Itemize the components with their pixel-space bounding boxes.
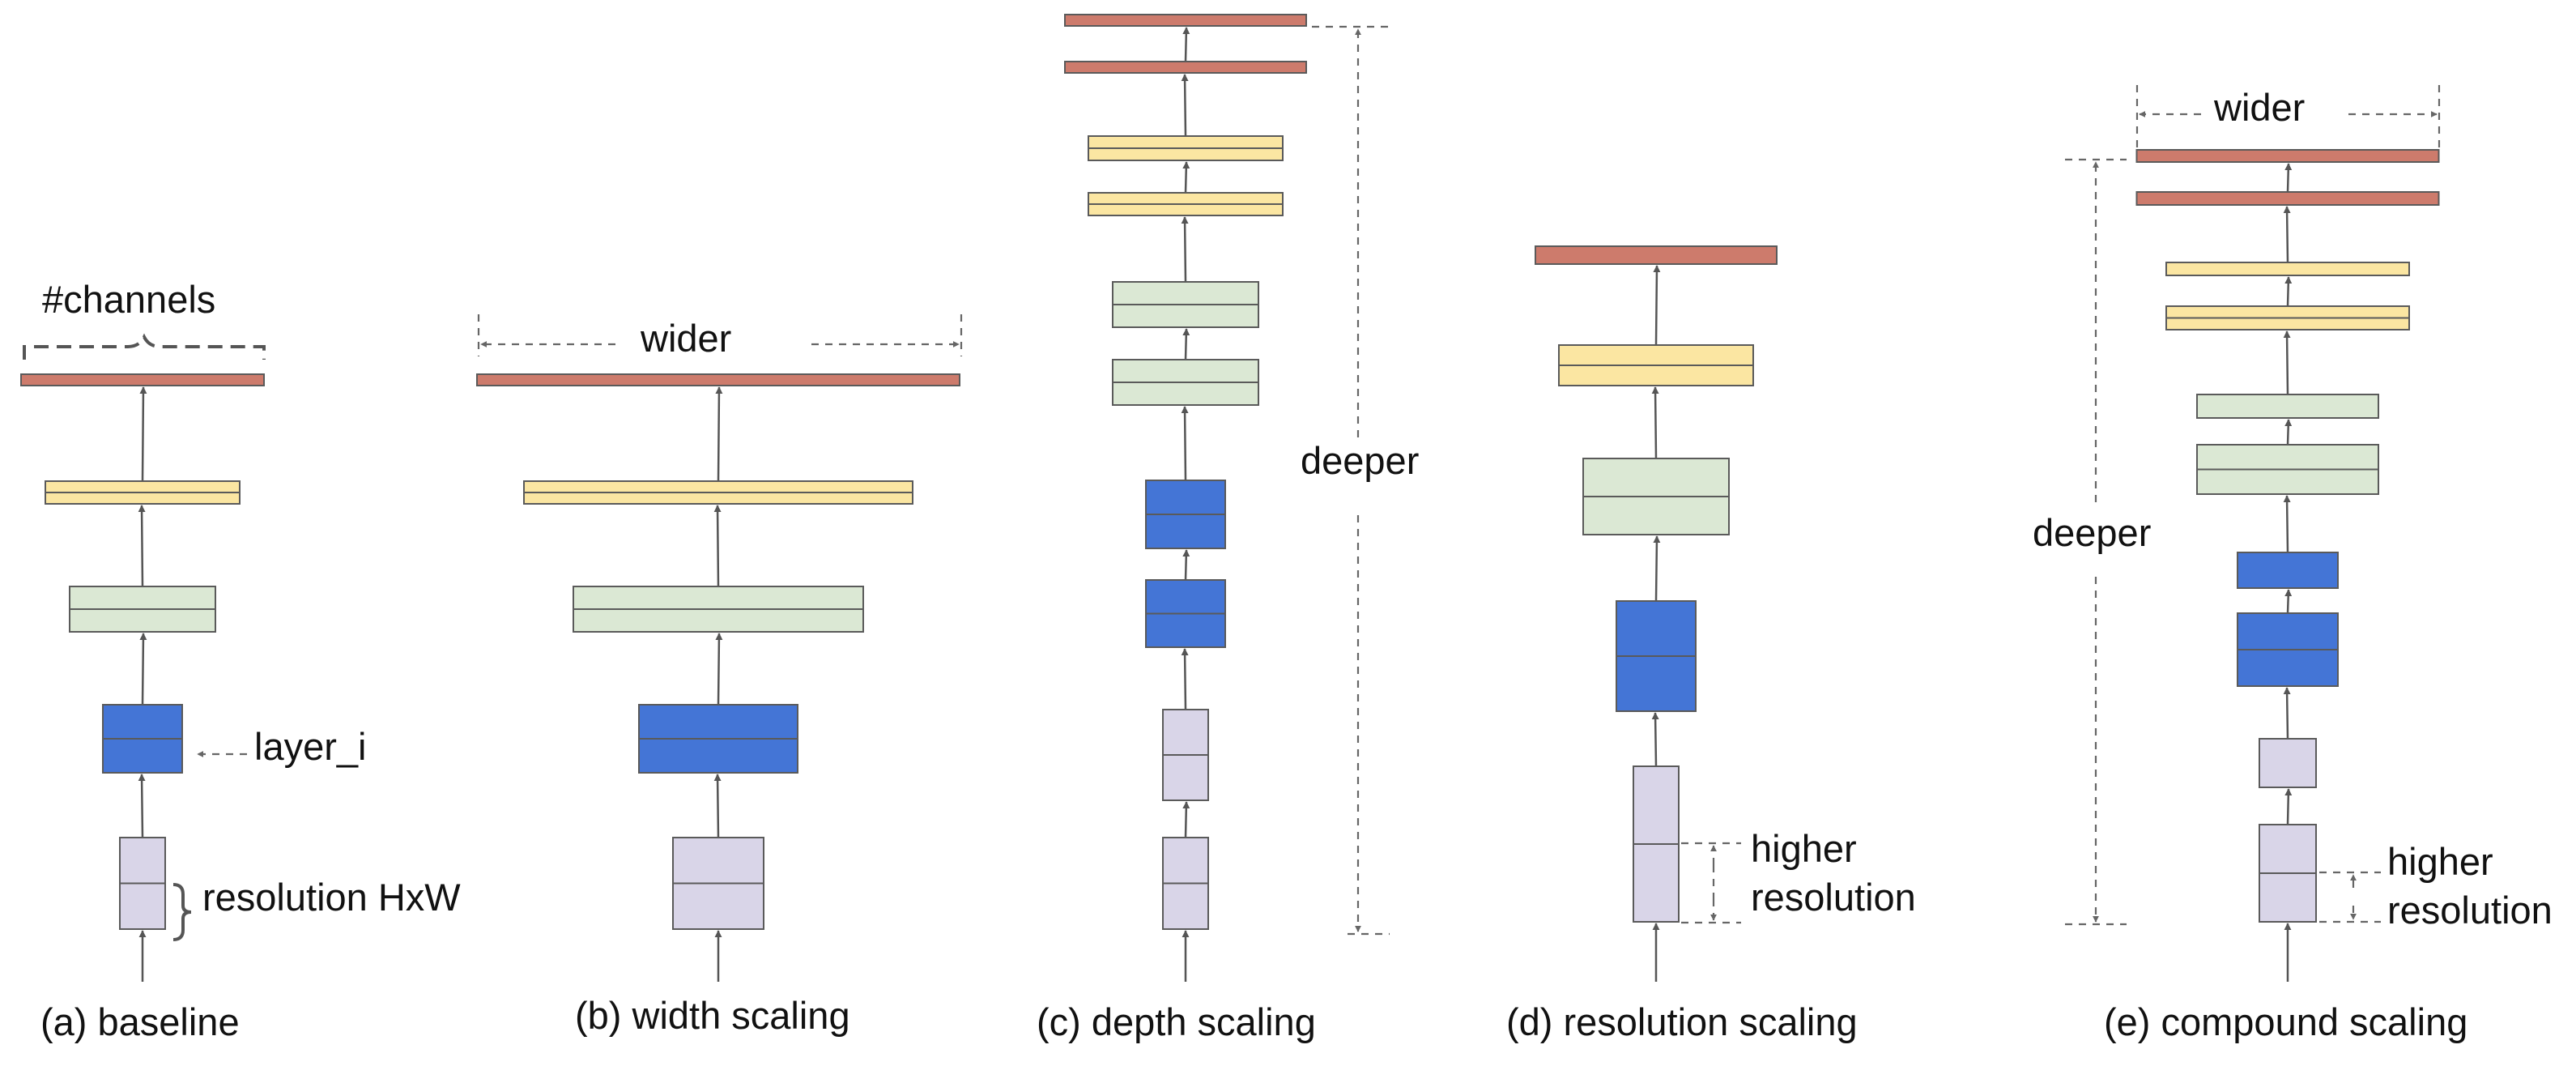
caption-baseline: (a) baseline: [40, 1000, 240, 1043]
wider-label: wider: [640, 317, 731, 360]
resolution-layer-stack: [1535, 245, 1778, 982]
connection-arrow: [1181, 406, 1189, 481]
compound-wider-label: wider: [2213, 86, 2305, 129]
panel-baseline: #channels layer_i resolution HxW (a) bas…: [20, 278, 461, 1043]
output-layer: [2135, 149, 2440, 163]
output-layer: [476, 373, 960, 386]
connection-arrow: [715, 633, 723, 706]
layer-label: layer_i: [254, 725, 366, 768]
connection-arrow: [1181, 216, 1189, 283]
connection-arrow: [1651, 712, 1659, 767]
caption-compound-scaling: (e) compound scaling: [2104, 1000, 2467, 1043]
connection-arrow: [2284, 788, 2293, 825]
compound-deeper-label: deeper: [2033, 511, 2151, 554]
output-layer: [20, 373, 265, 386]
connection-arrow: [1653, 265, 1661, 346]
width-layer-stack: [476, 373, 960, 982]
panel-compound-scaling: wider deeper higher resolution (e) compo…: [2033, 85, 2553, 1043]
connection-arrow: [2283, 687, 2291, 740]
higher-label: higher: [1751, 827, 1857, 870]
connection-arrow: [2284, 276, 2293, 307]
connection-arrow: [2283, 495, 2291, 553]
connection-arrow: [138, 774, 146, 838]
output-layer: [2135, 191, 2440, 206]
baseline-layer-stack: [20, 373, 265, 982]
output-layer: [1064, 61, 1307, 74]
panel-depth-scaling: deeper (c) depth scaling: [1037, 14, 1419, 1043]
connection-arrow: [715, 386, 723, 482]
connection-arrow: [713, 774, 722, 838]
connection-arrow: [2284, 589, 2293, 614]
compound-higher-label: higher: [2387, 840, 2493, 883]
connection-arrow: [1181, 74, 1189, 137]
resolution-label-d: resolution: [1751, 876, 1916, 919]
resolution-label: resolution HxW: [202, 876, 461, 919]
channels-label: #channels: [42, 278, 215, 321]
connection-arrow: [2284, 163, 2293, 193]
compound-layer-stack: [2135, 149, 2440, 982]
output-layer: [1535, 245, 1778, 265]
yellow-layer: [2165, 262, 2410, 276]
caption-resolution-scaling: (d) resolution scaling: [1506, 1000, 1858, 1043]
green-layer: [2196, 394, 2379, 419]
connection-arrow: [713, 505, 722, 587]
blue-layer: [2237, 552, 2339, 589]
panel-resolution-scaling: higher resolution (d) resolution scaling: [1506, 245, 1916, 1043]
depth-layer-stack: [1064, 14, 1307, 982]
connection-arrow: [1651, 386, 1659, 459]
input-layer: [2259, 738, 2317, 788]
resolution-brace: [172, 883, 192, 941]
compound-resolution-label: resolution: [2387, 889, 2553, 932]
caption-depth-scaling: (c) depth scaling: [1037, 1000, 1316, 1043]
channels-bracket: [23, 333, 266, 360]
connection-arrow: [138, 505, 146, 587]
connection-arrow: [1653, 535, 1661, 602]
connection-arrow: [1181, 648, 1189, 710]
connection-arrow: [2283, 206, 2291, 263]
panel-width-scaling: wider (b) width scaling: [476, 314, 963, 1037]
connection-arrow: [2283, 330, 2291, 395]
caption-width-scaling: (b) width scaling: [575, 994, 850, 1037]
output-layer: [1064, 14, 1307, 27]
deeper-label: deeper: [1301, 439, 1419, 482]
connection-arrow: [2284, 419, 2293, 446]
